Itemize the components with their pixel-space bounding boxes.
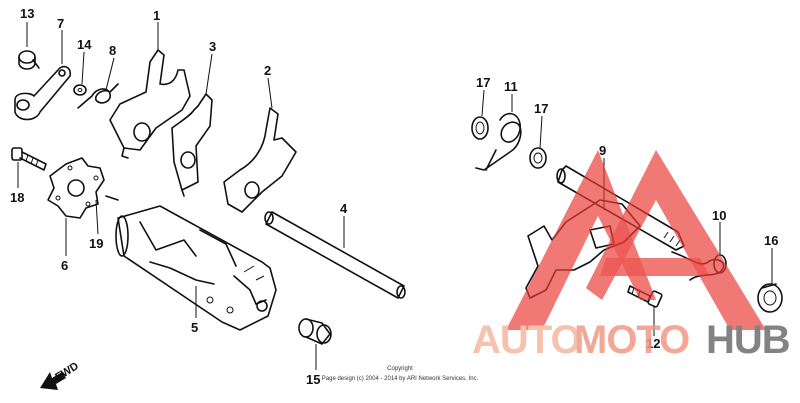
callout-18: 18	[10, 190, 24, 205]
callout-7: 7	[57, 16, 64, 31]
automotohub-watermark: AUTO MOTO HUB	[472, 150, 791, 362]
part-2-shift-fork	[223, 107, 297, 213]
callout-12: 12	[646, 336, 660, 351]
callout-3: 3	[209, 39, 216, 54]
part-19-pin	[105, 195, 119, 201]
fwd-label: FWD	[53, 360, 81, 383]
callout-14: 14	[77, 37, 92, 52]
fwd-arrow	[40, 372, 66, 390]
watermark-moto: MOTO	[574, 318, 689, 362]
callout-15: 15	[306, 372, 320, 387]
callout-17-left: 17	[476, 75, 490, 90]
callout-19: 19	[89, 236, 103, 251]
part-18-bolt	[11, 147, 47, 171]
copyright-notice: Copyright Page design (c) 2004 - 2014 by…	[322, 366, 479, 382]
part-6-star-plate	[47, 157, 105, 219]
callout-2: 2	[264, 63, 271, 78]
callout-4: 4	[340, 201, 348, 216]
part-15-needle-bearing	[298, 318, 332, 345]
callout-9: 9	[599, 143, 606, 158]
callout-10: 10	[712, 208, 726, 223]
watermark-triangle-logo	[506, 150, 766, 330]
part-11-return-spring	[475, 112, 522, 171]
part-3-shift-fork	[171, 93, 213, 197]
watermark-auto: AUTO	[472, 318, 581, 362]
part-5-shift-drum	[115, 205, 277, 331]
callout-1: 1	[153, 8, 160, 23]
part-16-bearing	[757, 283, 783, 313]
callout-5: 5	[191, 320, 198, 335]
callout-11: 11	[504, 79, 518, 94]
part-14-washer	[73, 84, 87, 96]
callout-8: 8	[109, 43, 116, 58]
callout-17-right: 17	[534, 101, 548, 116]
part-4-fork-shaft	[264, 211, 406, 299]
copyright-line1: Copyright	[387, 366, 413, 372]
copyright-line2: Page design (c) 2004 - 2014 by ARI Netwo…	[322, 376, 479, 382]
callout-6: 6	[61, 258, 68, 273]
part-7-shift-arm	[14, 59, 72, 121]
part-17-circlip-left	[471, 116, 489, 140]
watermark-hub: HUB	[706, 318, 790, 362]
callout-13: 13	[20, 6, 34, 21]
callout-16: 16	[764, 233, 778, 248]
part-8-spring	[77, 83, 119, 109]
part-13-cap	[18, 50, 36, 70]
part-17-circlip-right	[529, 147, 547, 169]
part-1-shift-fork	[109, 49, 191, 159]
